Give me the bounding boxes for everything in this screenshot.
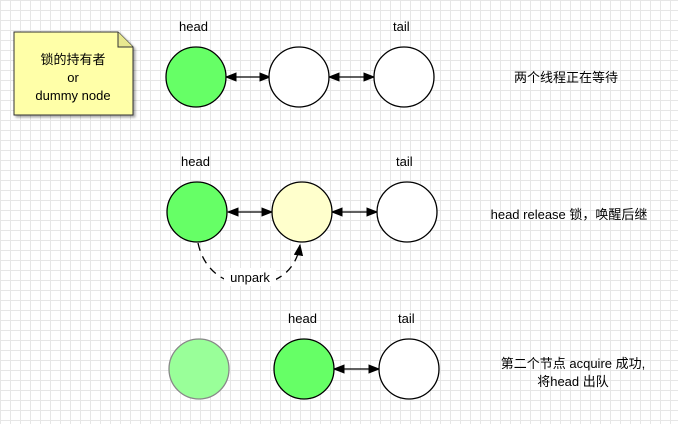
note-line-3: dummy node — [35, 88, 110, 103]
row3-tail-node — [378, 338, 440, 400]
legend-note: 锁的持有者 or dummy node — [13, 31, 134, 116]
note-line-1: 锁的持有者 — [40, 52, 105, 67]
unpark-label-bg — [224, 268, 276, 286]
row3-dequeued-node — [168, 338, 230, 400]
row2-waking-node — [271, 181, 333, 243]
row-2: head tail unpark head release 锁，唤醒后继 — [166, 154, 648, 286]
row2-head-node — [166, 181, 228, 243]
row2-tail-label: tail — [396, 154, 413, 169]
row-3: head tail 第二个节点 acquire 成功, 将head 出队 — [168, 311, 645, 400]
note-line-2: or — [67, 70, 79, 85]
row1-head-node — [165, 46, 227, 108]
note-shape — [13, 31, 134, 116]
row1-tail-label: tail — [393, 19, 410, 34]
row3-caption-line-2: 将head 出队 — [537, 374, 609, 389]
row3-head-label: head — [288, 311, 317, 326]
row2-head-label: head — [181, 154, 210, 169]
row2-caption: head release 锁，唤醒后继 — [491, 207, 648, 222]
row1-caption: 两个线程正在等待 — [514, 70, 618, 85]
note-fold — [117, 32, 133, 48]
row-1: head tail 两个线程正在等待 — [165, 19, 618, 108]
row3-tail-label: tail — [398, 311, 415, 326]
row3-head-node — [273, 338, 335, 400]
row1-head-label: head — [179, 19, 208, 34]
row3-caption-line-1: 第二个节点 acquire 成功, — [501, 356, 645, 371]
unpark-label: unpark — [230, 270, 270, 285]
row1-tail-node — [373, 46, 435, 108]
row1-second-node — [268, 46, 330, 108]
row2-tail-node — [376, 181, 438, 243]
